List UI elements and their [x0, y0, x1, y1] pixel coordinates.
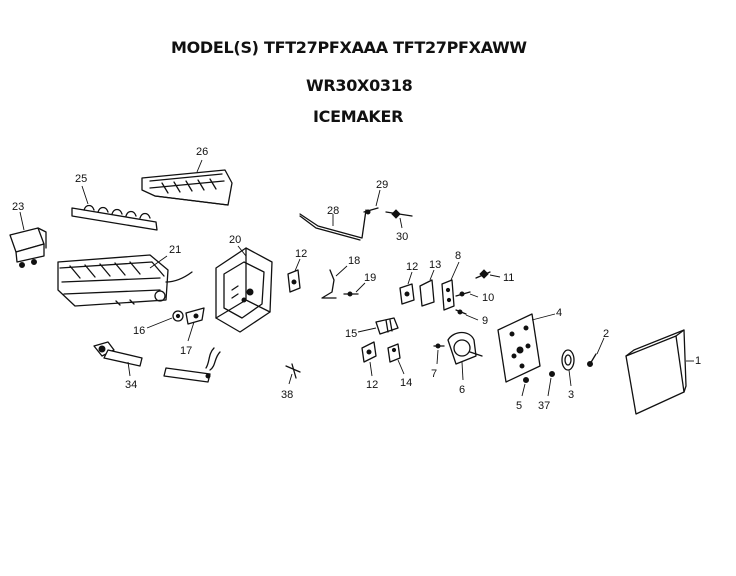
part-25-ejector	[71, 204, 158, 231]
part-1-cover	[625, 329, 687, 415]
callout-34: 34	[125, 379, 137, 391]
part-20-housing	[215, 247, 273, 333]
callout-15: 15	[345, 328, 357, 340]
part-17-fill-cup	[185, 307, 205, 325]
callout-10: 10	[482, 292, 494, 304]
callout-37: 37	[538, 400, 550, 412]
callout-12b: 12	[406, 261, 418, 273]
part-37-screw	[549, 371, 555, 377]
part-16-washer	[172, 310, 184, 322]
assembly-title: ICEMAKER	[313, 107, 404, 126]
callout-5: 5	[516, 400, 522, 412]
part-30-screw	[385, 209, 413, 219]
callout-6: 6	[459, 384, 465, 396]
part-11-screw	[475, 269, 491, 279]
callout-20: 20	[229, 234, 241, 246]
callout-28: 28	[327, 205, 339, 217]
callout-19: 19	[364, 272, 376, 284]
callout-8: 8	[455, 250, 461, 262]
callout-14: 14	[400, 377, 412, 389]
callout-38: 38	[281, 389, 293, 401]
part-12-clip-b	[399, 283, 415, 305]
part-34-fitting	[93, 341, 143, 367]
callout-12c: 12	[366, 379, 378, 391]
callout-18: 18	[348, 255, 360, 267]
part-13-gasket	[419, 279, 435, 307]
part-18-lever	[321, 269, 337, 299]
part-9-screw	[455, 309, 467, 315]
callout-23: 23	[12, 201, 24, 213]
callout-30: 30	[396, 231, 408, 243]
part-10-screw	[455, 291, 471, 297]
model-numbers-heading: MODEL(S) TFT27PFXAAA TFT27PFXAWW	[171, 38, 527, 57]
part-15-plug	[375, 317, 399, 335]
part-2-screw	[587, 353, 597, 367]
part-6-motor	[447, 331, 483, 365]
callout-1: 1	[695, 355, 701, 367]
callout-12a: 12	[295, 248, 307, 260]
callout-17: 17	[180, 345, 192, 357]
part-21-mold	[57, 254, 193, 307]
part-28-arm	[299, 209, 367, 241]
part-8-switch	[441, 279, 455, 311]
part-14-bracket	[387, 343, 401, 363]
part-12-clip-a	[287, 269, 301, 293]
part-7-screw	[433, 343, 445, 349]
callout-4: 4	[556, 307, 562, 319]
part-29-bracket	[363, 207, 379, 215]
callout-21: 21	[169, 244, 181, 256]
part-3-gear	[561, 349, 575, 371]
part-12-clip-c	[361, 341, 377, 363]
callout-7: 7	[431, 368, 437, 380]
callout-11: 11	[503, 272, 514, 284]
callout-13: 13	[429, 259, 441, 271]
callout-2: 2	[603, 328, 609, 340]
callout-3: 3	[568, 389, 574, 401]
wiring-harness	[163, 347, 221, 383]
callout-16: 16	[133, 325, 145, 337]
callout-25: 25	[75, 173, 87, 185]
callout-9: 9	[482, 315, 488, 327]
part-4-plate	[497, 313, 541, 383]
part-5-screw	[523, 377, 529, 383]
part-19-screw	[343, 291, 359, 297]
callout-26: 26	[196, 146, 208, 158]
part-23-thermostat	[9, 227, 47, 268]
assembly-part-number: WR30X0318	[306, 76, 413, 95]
callout-29: 29	[376, 179, 388, 191]
part-26-rail	[141, 169, 233, 206]
part-38-clamp	[285, 363, 301, 379]
